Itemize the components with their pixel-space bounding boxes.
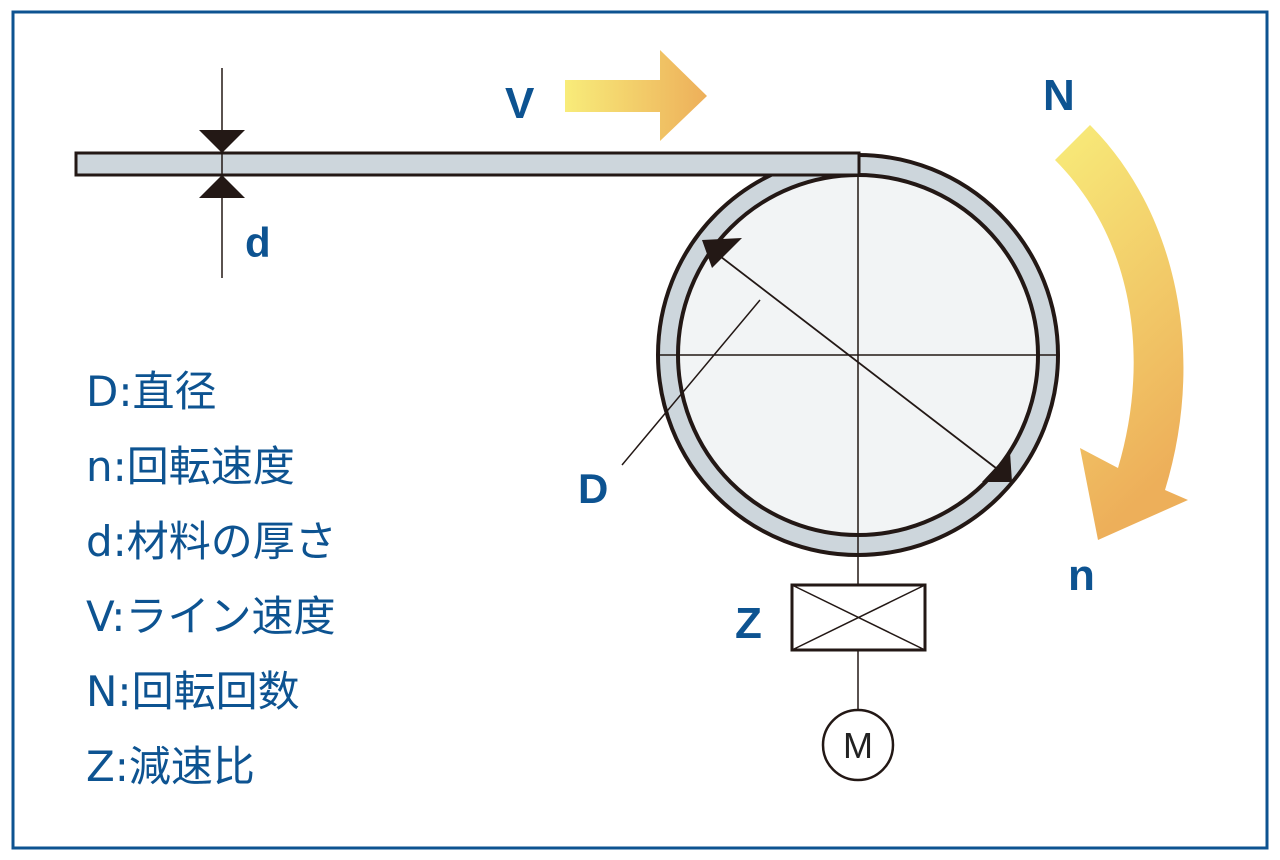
legend: D:直径 n:回転速度 d:材料の厚さ V:ライン速度 N:回転回数 Z:減速比 [86, 367, 337, 791]
legend-item: D:直径 [86, 367, 217, 416]
label-n: n [1068, 551, 1095, 600]
legend-item: V:ライン速度 [86, 592, 335, 641]
diameter-arrowhead-bottom [982, 452, 1012, 482]
rotation-arrow [1055, 125, 1188, 540]
diameter-line [711, 249, 1006, 476]
material-strip [74, 151, 861, 177]
diameter-arrowhead-top [702, 238, 742, 268]
label-Z: Z [735, 599, 762, 648]
line-speed-arrow [565, 50, 707, 141]
diameter-leader-line [621, 299, 761, 466]
legend-item: d:材料の厚さ [86, 517, 337, 566]
label-V: V [505, 79, 535, 128]
legend-item: Z:減速比 [86, 742, 255, 791]
motor-icon [821, 708, 895, 782]
legend-item: N:回転回数 [86, 667, 300, 716]
label-d: d [245, 219, 271, 266]
thickness-arrow-down [199, 130, 245, 153]
label-N: N [1043, 71, 1075, 120]
legend-item: n:回転速度 [86, 442, 295, 491]
label-D: D [578, 465, 608, 512]
thickness-arrow-up [199, 175, 245, 198]
motor-label: M [843, 725, 873, 766]
reducer-cross-2 [791, 584, 926, 651]
